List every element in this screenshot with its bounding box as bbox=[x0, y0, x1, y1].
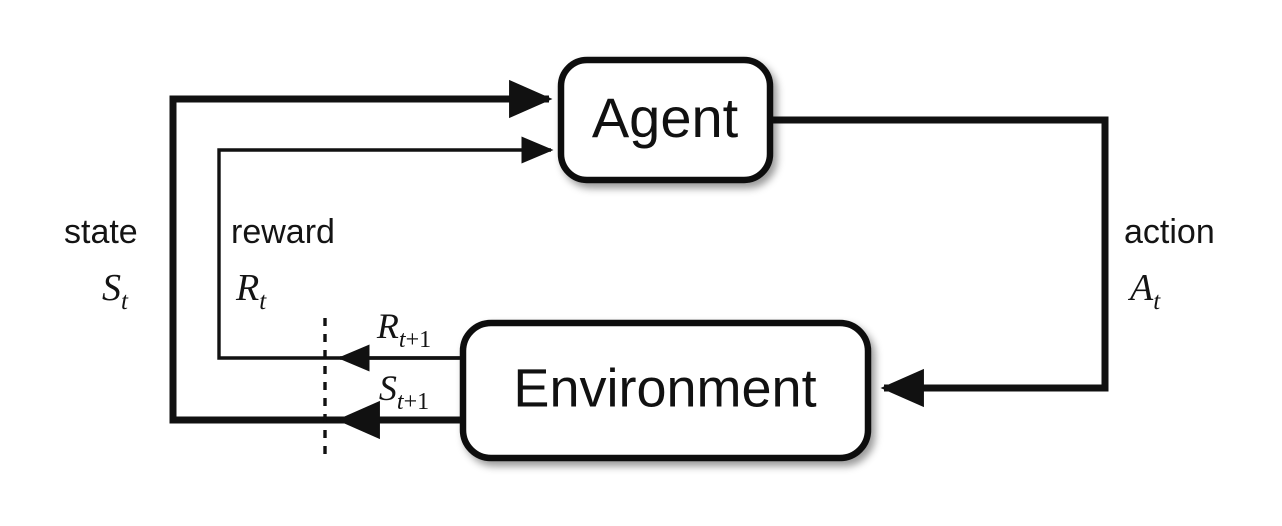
reward-symbol-base: R bbox=[235, 267, 259, 309]
action-symbol-label: At bbox=[1127, 267, 1161, 315]
environment-box[interactable] bbox=[459, 319, 872, 462]
agent-box[interactable] bbox=[557, 56, 774, 184]
environment-label: Environment bbox=[513, 358, 816, 418]
reward-word-label: reward bbox=[231, 213, 335, 251]
action-label-group: action At bbox=[1124, 213, 1215, 315]
reward-label-group: reward Rt bbox=[231, 213, 335, 315]
action-symbol-sub: t bbox=[1153, 288, 1161, 315]
state-symbol-base: S bbox=[102, 267, 121, 309]
state-next-base: S bbox=[379, 368, 397, 408]
state-feedback-path bbox=[169, 79, 553, 424]
state-word-label: state bbox=[64, 213, 138, 251]
state-next-sub-op: +1 bbox=[404, 389, 430, 415]
action-symbol-base: A bbox=[1127, 267, 1154, 309]
state-label-group: state St bbox=[64, 213, 138, 315]
state-next-sub: t bbox=[397, 389, 405, 415]
reward-next-symbol-label: Rt+1 bbox=[376, 306, 431, 353]
reward-next-sub-op: +1 bbox=[406, 327, 432, 353]
action-word-label: action bbox=[1124, 213, 1215, 251]
state-symbol-sub: t bbox=[121, 288, 129, 315]
state-symbol-label: St bbox=[102, 267, 129, 315]
reward-symbol-sub: t bbox=[259, 288, 267, 315]
reward-next-sub: t bbox=[399, 327, 407, 353]
action-path bbox=[770, 116, 1109, 408]
reward-next-base: R bbox=[376, 306, 399, 346]
agent-label: Agent bbox=[592, 86, 739, 149]
reward-symbol-label: Rt bbox=[235, 267, 267, 315]
environment-node[interactable]: Environment bbox=[459, 319, 872, 462]
agent-node[interactable]: Agent bbox=[557, 56, 774, 184]
state-next-symbol-label: St+1 bbox=[379, 368, 429, 415]
